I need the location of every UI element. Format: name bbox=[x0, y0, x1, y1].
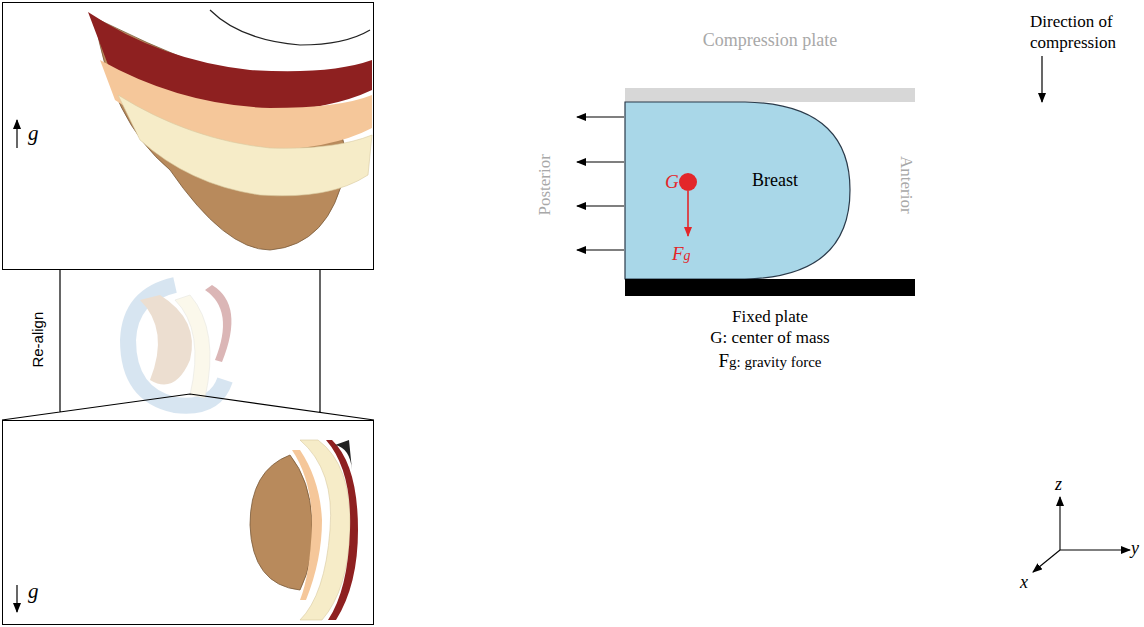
label-text: Posterior bbox=[535, 154, 555, 215]
diagram-node: Breast bbox=[625, 102, 851, 279]
diagram-node: g bbox=[2, 420, 374, 625]
node-text: Compression plate bbox=[703, 30, 837, 51]
edge-label: Re-align bbox=[29, 310, 46, 370]
node-text: Breast bbox=[752, 170, 798, 191]
compression-arrow bbox=[1041, 56, 1042, 102]
breast-surface-upright bbox=[250, 440, 358, 620]
label-text: G: center of mass bbox=[710, 328, 829, 348]
label-text: Fg bbox=[672, 243, 691, 265]
diagram-node: Fixed plate bbox=[625, 279, 915, 296]
label-text: y bbox=[1131, 538, 1139, 559]
label-text: Fg: gravity force bbox=[718, 350, 821, 372]
diagram-node: Compression plate bbox=[625, 88, 915, 102]
rotation-icon bbox=[128, 285, 231, 406]
gravity-arrow-up bbox=[16, 120, 17, 148]
node-text: Fixed plate bbox=[732, 307, 808, 327]
diagram-node: g bbox=[2, 2, 374, 270]
label-text: G bbox=[665, 171, 679, 193]
label-text: Anterior bbox=[896, 156, 916, 214]
breast-shape bbox=[625, 102, 851, 279]
gravity-arrow-down bbox=[16, 585, 17, 612]
axes bbox=[1033, 497, 1130, 572]
label-text: Direction of compression bbox=[1030, 11, 1140, 54]
breast-surface-prone bbox=[88, 10, 372, 250]
label-text: x bbox=[1020, 572, 1028, 593]
label-text: z bbox=[1055, 474, 1062, 495]
realign-connector bbox=[2, 270, 374, 420]
node-text: g bbox=[28, 579, 39, 603]
node-text: g bbox=[28, 121, 39, 145]
posterior-arrows bbox=[577, 117, 624, 250]
